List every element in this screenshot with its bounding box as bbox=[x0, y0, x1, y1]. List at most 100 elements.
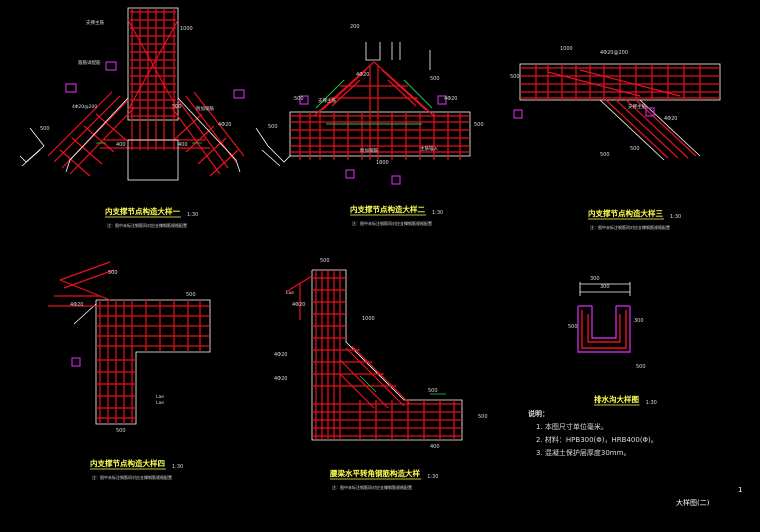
dimension-label: 500 bbox=[428, 388, 438, 394]
dimension-label: 1000 bbox=[362, 316, 375, 322]
sheet-title: 大样图(二) bbox=[676, 499, 710, 507]
dimension-label: 4Φ20 bbox=[444, 96, 457, 102]
dimension-label: 500 bbox=[320, 258, 330, 264]
detail-1-section-marks bbox=[65, 61, 245, 99]
dimension-label: 400 bbox=[116, 142, 126, 148]
callout-label: Lae bbox=[156, 394, 164, 400]
dimension-label: 500 bbox=[40, 126, 50, 132]
dimension-label: 500 bbox=[630, 146, 640, 152]
dimension-label: 4Φ20 bbox=[70, 302, 83, 308]
detail-note: 注：图中未标注钢筋同对应支撑钢筋规格配置 bbox=[92, 474, 172, 480]
detail-1-column-rebar bbox=[127, 8, 179, 150]
notes-line: 2. 材料：HPB300(Φ)，HRB400(Φ)。 bbox=[536, 436, 658, 444]
detail-1-outline bbox=[19, 97, 291, 181]
detail-title: 内支撑节点构造大样四 bbox=[90, 458, 165, 468]
callout-label: 4Φ20@200 bbox=[72, 104, 97, 110]
callout-label: 箍筋详配筋 bbox=[78, 59, 101, 66]
detail-note: 注：图中未标注钢筋同对应支撑钢筋规格配置 bbox=[332, 484, 412, 490]
dimension-label: 1000 bbox=[180, 26, 193, 32]
detail-5-outline bbox=[311, 269, 463, 441]
dimension-label: 500 bbox=[172, 104, 182, 110]
dimension-label: 500 bbox=[636, 364, 646, 370]
callout-label: 附加钢筋 bbox=[360, 147, 378, 154]
detail-5-green-marks bbox=[359, 375, 446, 395]
detail-scale: 1:30 bbox=[172, 464, 183, 470]
dimension-label: 4Φ20 bbox=[274, 376, 287, 382]
callout-label: Lae bbox=[156, 400, 164, 406]
detail-2-green-rebar bbox=[315, 79, 433, 125]
detail-2-outline bbox=[289, 42, 471, 157]
detail-5-rebar bbox=[285, 270, 462, 440]
callout-label: 主筋锚入 bbox=[420, 145, 438, 152]
detail-1-drawing bbox=[19, 7, 291, 181]
page-number: 1 bbox=[738, 486, 743, 494]
detail-4-outline bbox=[73, 299, 211, 425]
dimension-label: 500 bbox=[268, 124, 278, 130]
general-notes: 说明： 1. 本图尺寸单位毫米。 2. 材料：HPB300(Φ)，HRB400(… bbox=[528, 408, 754, 460]
callout-label: 支撑主筋 bbox=[86, 19, 104, 26]
detail-4-rebar bbox=[48, 261, 210, 424]
notes-line: 1. 本图尺寸单位毫米。 bbox=[536, 423, 608, 431]
dimension-label: 400 bbox=[178, 142, 188, 148]
dimension-label: 4Φ20@200 bbox=[600, 50, 628, 56]
dimension-label: 1800 bbox=[376, 160, 389, 166]
dimension-label: 500 bbox=[478, 414, 488, 420]
callout-label: 支撑主筋 bbox=[318, 97, 336, 104]
detail-4-drawing bbox=[48, 261, 211, 425]
dimension-label: 4Φ20 bbox=[274, 352, 287, 358]
dimension-label: 500 bbox=[186, 292, 196, 298]
detail-scale: 1:30 bbox=[646, 400, 657, 406]
detail-note: 注：图中未标注钢筋同对应支撑钢筋规格配置 bbox=[352, 220, 432, 226]
dimension-label: 500 bbox=[510, 74, 520, 80]
detail-3-drawing bbox=[513, 63, 721, 161]
dimension-label: 500 bbox=[116, 428, 126, 434]
notes-heading: 说明： bbox=[528, 410, 549, 418]
detail-5-drawing bbox=[285, 269, 463, 441]
detail-scale: 1:30 bbox=[427, 474, 438, 480]
detail-title: 内支撑节点构造大样二 bbox=[350, 204, 425, 214]
dimension-label: 500 bbox=[474, 122, 484, 128]
detail-6-drawing bbox=[577, 282, 631, 353]
dimension-label: 300 bbox=[600, 284, 610, 290]
dimension-label: 300 bbox=[590, 276, 600, 282]
detail-2-drawing bbox=[289, 42, 471, 185]
detail-6-dim-lines bbox=[579, 282, 631, 296]
detail-4-section-marks bbox=[71, 357, 81, 367]
dimension-label: 500 bbox=[430, 76, 440, 82]
callout-label: 支撑主筋 bbox=[628, 103, 646, 110]
dimension-label: 4Φ20 bbox=[218, 122, 231, 128]
detail-scale: 1:30 bbox=[187, 212, 198, 218]
detail-note: 注：图中未标注钢筋同对应支撑钢筋规格配置 bbox=[107, 222, 187, 228]
dimension-label: 4Φ20 bbox=[664, 116, 677, 122]
dimension-label: 300 bbox=[634, 318, 644, 324]
detail-scale: 1:30 bbox=[432, 210, 443, 216]
detail-title: 内支撑节点构造大样一 bbox=[105, 206, 180, 216]
dimension-label: 400 bbox=[430, 444, 440, 450]
detail-6-channel-rebar bbox=[581, 310, 627, 349]
dimension-label: 500 bbox=[568, 324, 578, 330]
detail-title: 排水沟大样图 bbox=[594, 394, 639, 404]
callout-label: 附加钢筋 bbox=[196, 105, 214, 112]
dimension-label: 500 bbox=[294, 96, 304, 102]
dimension-label: 1000 bbox=[560, 46, 573, 52]
detail-3-rebar bbox=[520, 64, 720, 159]
detail-2-rebar bbox=[290, 61, 470, 160]
detail-note: 注：图中未标注钢筋同对应支撑钢筋规格配置 bbox=[590, 224, 670, 230]
dimension-label: 200 bbox=[350, 24, 360, 30]
detail-title: 内支撑节点构造大样三 bbox=[588, 208, 663, 218]
detail-2-section-marks bbox=[299, 95, 447, 185]
dimension-label: 4Φ20 bbox=[292, 302, 305, 308]
detail-1-column-outline bbox=[127, 7, 179, 121]
dimension-label: 500 bbox=[600, 152, 610, 158]
detail-6-channel-wall bbox=[577, 305, 631, 353]
dimension-label: 500 bbox=[108, 270, 118, 276]
notes-line: 3. 混凝土保护层厚度30mm。 bbox=[536, 449, 631, 457]
callout-label: Lae bbox=[286, 290, 294, 296]
detail-title: 腰梁水平转角钢筋构造大样 bbox=[329, 468, 420, 478]
dimension-label: 4Φ20 bbox=[356, 72, 369, 78]
detail-3-section-marks bbox=[513, 107, 655, 119]
